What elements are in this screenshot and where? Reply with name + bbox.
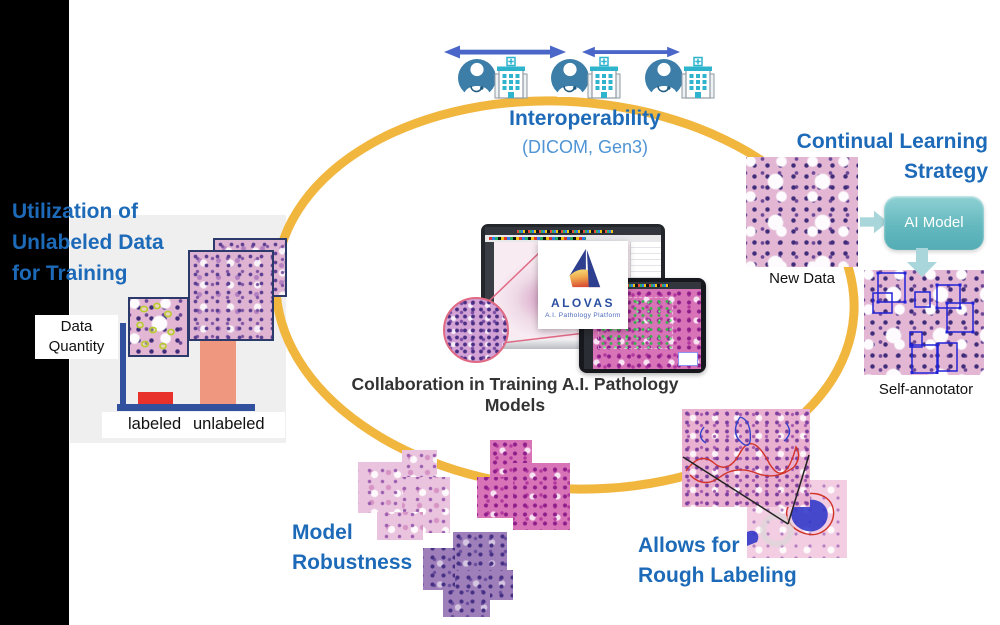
flow-arrow-down-icon [907,248,937,277]
toolbar-icons [516,229,614,233]
exchange-arrow-icon [444,45,566,59]
self-annotator-label: Self-annotator [878,381,974,398]
zoom-callout-lines [682,454,810,525]
interoperability-title: Interoperability [509,107,661,130]
model-robustness-heading: Model Robustness [292,521,413,574]
exchange-arrow-icon [582,46,680,58]
self-annotator-image [864,270,984,375]
labeled-bar [138,392,173,404]
alovas-logo-icon [569,248,601,288]
label-annotations [136,302,175,350]
interoperability-heading: Interoperability (DICOM, Gen3) [425,104,745,160]
patch-cluster-light [356,448,452,541]
chart-x-axis [117,404,255,411]
interoperability-subtitle: (DICOM, Gen3) [521,137,649,157]
ai-model-box: AI Model [884,196,984,250]
laptop-base [474,339,664,349]
palette-colors [489,237,586,240]
lens-callout-lines [487,251,586,344]
center-caption: Collaboration in Training A.I. Pathology… [351,374,679,415]
new-data-image [746,157,858,267]
utilization-heading: Utilization of Unlabeled Data for Traini… [12,200,164,285]
slide-minimap [678,352,698,366]
rough-labeling-heading: Allows for Rough Labeling [638,534,797,587]
y-axis-label: Data Quantity [35,315,118,359]
magnifier-circle-image [443,297,509,363]
unlabeled-bar [200,338,236,404]
tablet-toolbar-icons [605,284,670,287]
flow-arrow-right-icon [860,210,888,234]
unlabeled-category-label: unlabeled [193,415,265,433]
left-black-bar [0,0,69,625]
rough-contour-annotations [685,416,800,484]
alovas-logo-subtitle: A.I. Pathology Platform [545,312,621,319]
chart-y-axis [120,323,126,409]
unlabeled-sample-image [188,250,274,341]
bounding-box-annotations [872,271,975,374]
labeled-category-label: labeled [128,415,182,433]
tablet-toolbar [584,282,701,289]
x-axis-categories: labeled unlabeled [102,412,285,438]
annotation-palette [485,235,661,242]
new-data-label: New Data [769,270,835,287]
labeled-sample-image [128,297,189,357]
patch-cluster-purple [423,532,515,618]
alovas-logo-card: ALOVAS A.I. Pathology Platform [538,241,628,329]
patch-cluster-magenta [477,440,573,530]
rough-label-source-image [682,409,810,507]
tool-sidebar [485,242,494,340]
alovas-logo-text: ALOVAS [550,296,616,310]
app-toolbar [485,227,661,235]
continual-learning-heading: Continual Learning Strategy [796,130,988,183]
tablet-tool-sidebar [584,289,593,369]
